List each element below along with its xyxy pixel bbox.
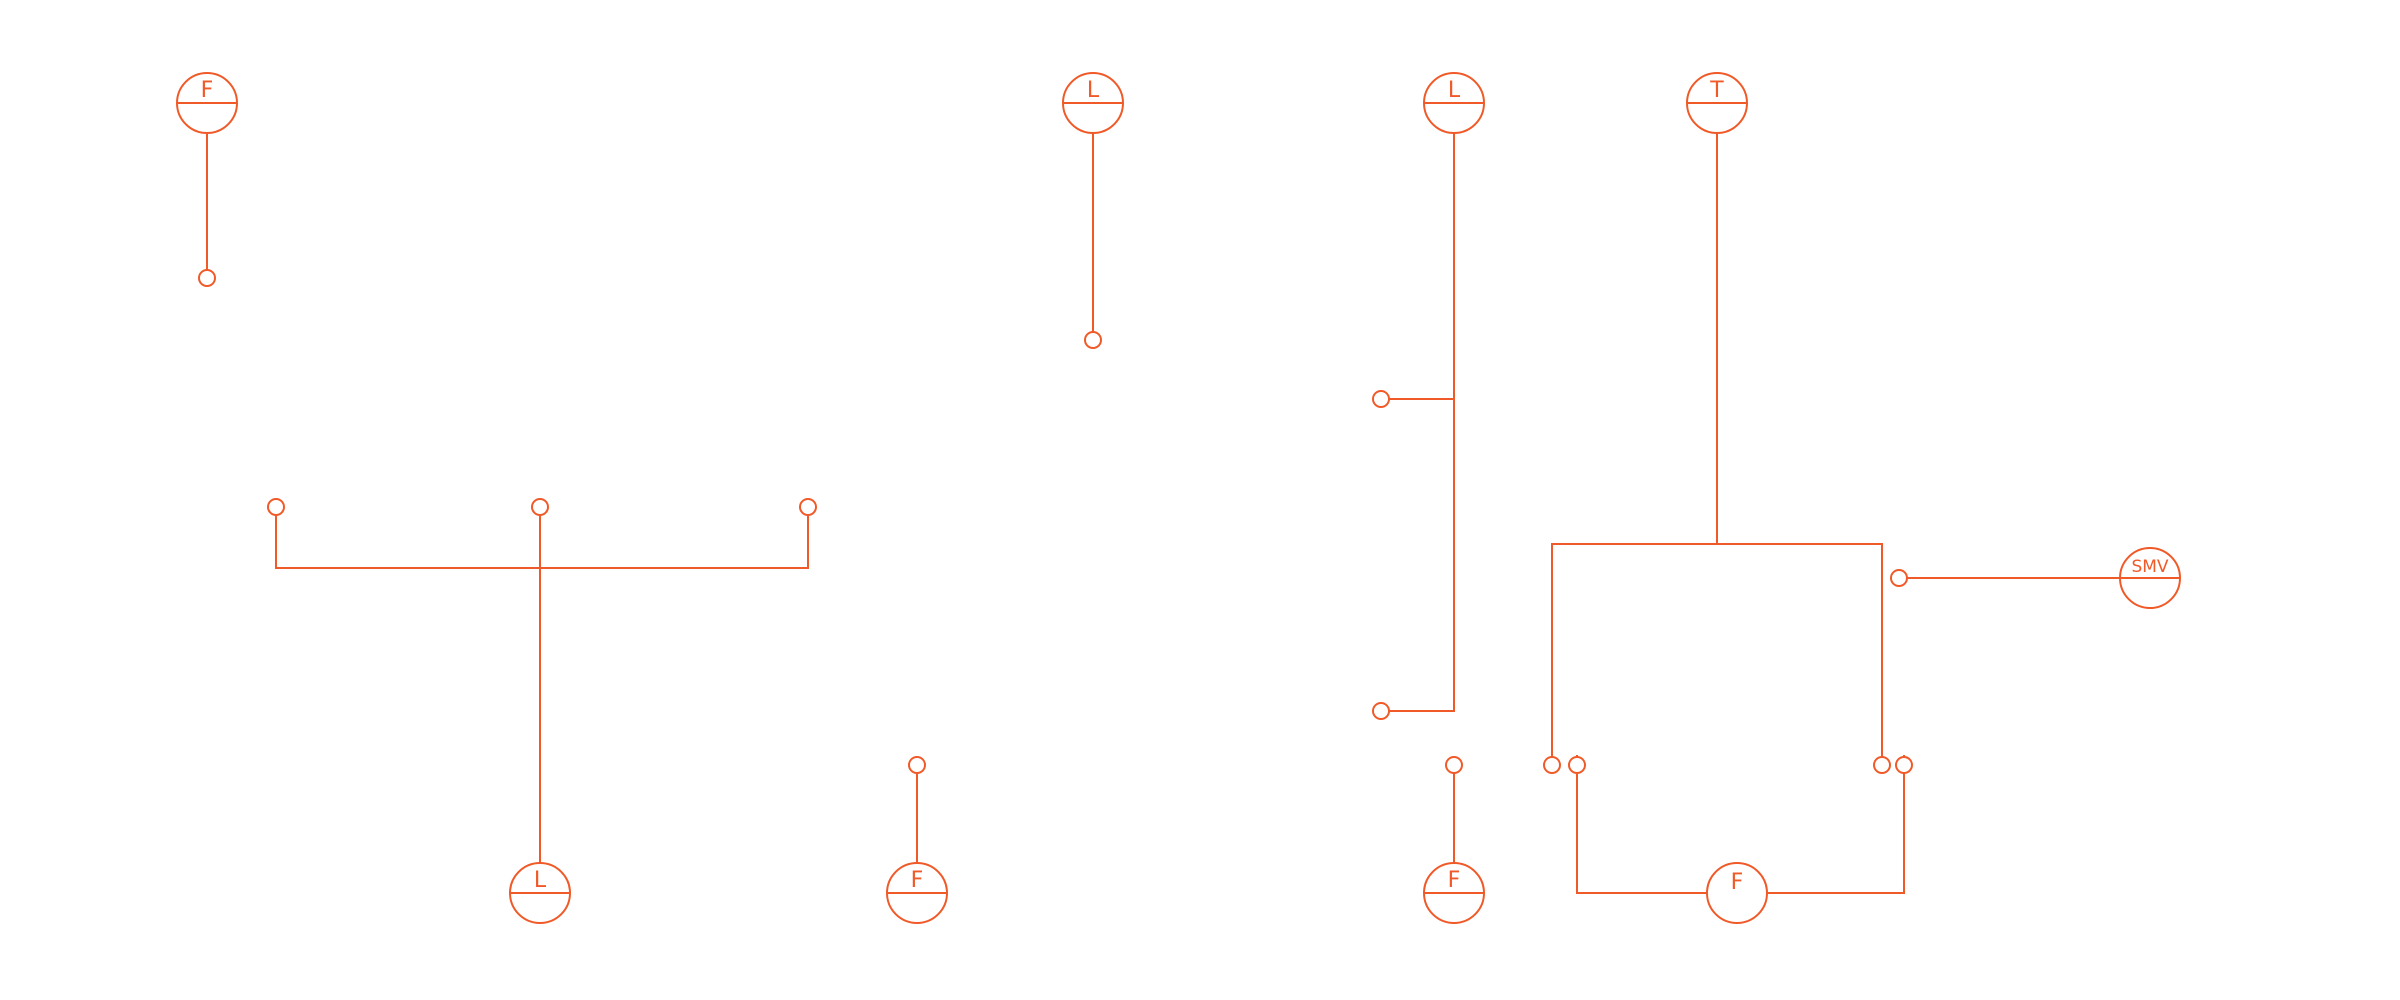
instrument-l-topcenter[interactable]: L [1062,72,1124,134]
port-connector[interactable] [531,498,549,516]
instrument-t[interactable]: T [1686,72,1748,134]
port-connector[interactable] [1372,390,1390,408]
instrument-label: F [201,78,214,103]
wire-l-trunk [1388,133,1455,712]
port-connector[interactable] [908,756,926,774]
wires [206,133,2122,894]
instrument-f-bottomright[interactable]: F [1423,862,1485,924]
port-connector[interactable] [1890,569,1908,587]
instrument-label: L [1448,78,1461,103]
ports [198,269,1913,774]
instrument-f-loop[interactable]: F [1706,862,1768,924]
instrument-label: F [1731,870,1744,895]
port-connector[interactable] [1568,756,1586,774]
instrument-label: L [534,868,547,893]
instrument-label: F [911,868,924,893]
instrument-circle [1706,862,1768,924]
instrument-label: L [1087,78,1100,103]
port-connector[interactable] [1445,756,1463,774]
instrument-label: T [1709,78,1724,103]
instrument-smv[interactable]: SMV [2119,547,2181,609]
instrument-label: F [1448,868,1461,893]
instrument-l-bottomleft[interactable]: L [509,862,571,924]
wire-t-box [1551,543,1883,757]
port-connector[interactable] [198,269,216,287]
instrument-f-topleft[interactable]: F [176,72,238,134]
port-connector[interactable] [799,498,817,516]
port-connector[interactable] [1543,756,1561,774]
instrument-f-bottomcenter[interactable]: F [886,862,948,924]
instrument-label: SMV [2131,557,2168,577]
port-connector[interactable] [1873,756,1891,774]
wire-tee-left [275,516,809,569]
instrument-l-topright[interactable]: L [1423,72,1485,134]
port-connector[interactable] [1372,702,1390,720]
port-connector[interactable] [1084,331,1102,349]
port-connector[interactable] [267,498,285,516]
port-connector[interactable] [1895,756,1913,774]
